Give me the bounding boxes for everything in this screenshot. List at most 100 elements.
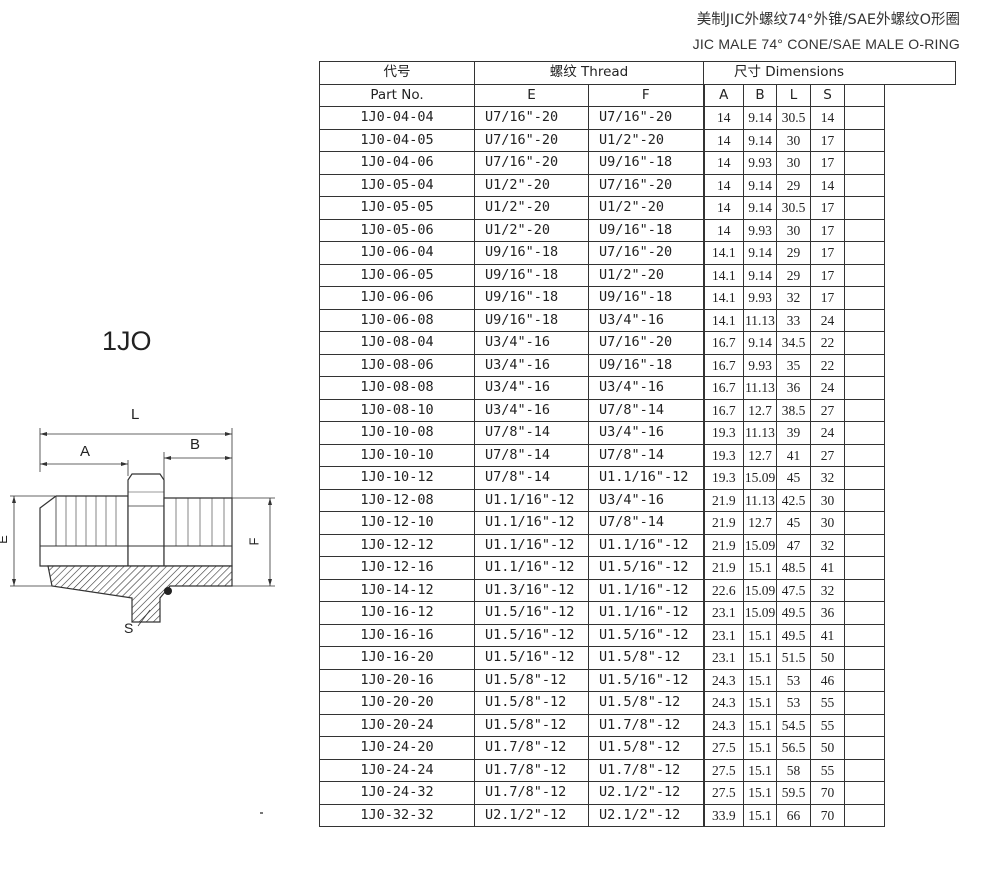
cell-empty — [885, 489, 956, 512]
cell-dim-a: 16.7 — [702, 398, 744, 422]
cell-blank — [844, 803, 885, 827]
cell-empty — [885, 377, 956, 400]
cell-thread-f: U1.1/16"-12 — [588, 601, 704, 625]
cell-dim-b: 15.09 — [743, 578, 777, 602]
cell-dim-l: 30 — [776, 151, 811, 175]
cell-thread-f: U7/16"-20 — [588, 241, 704, 265]
cell-thread-f: U1.5/8"-12 — [588, 736, 704, 760]
cell-part-no: 1J0-16-20 — [319, 646, 475, 670]
cell-thread-f: U1.7/8"-12 — [588, 713, 704, 737]
cell-dim-s: 17 — [810, 218, 845, 242]
table-row: 1J0-06-08 U9/16"-18 U3/4"-16 14.1 11.13 … — [319, 308, 956, 332]
cell-dim-l: 45 — [776, 466, 811, 490]
cell-thread-f: U7/8"-14 — [588, 443, 704, 467]
cell-dim-s: 30 — [810, 511, 845, 535]
cell-dim-l: 48.5 — [776, 556, 811, 580]
cell-dim-l: 59.5 — [776, 781, 811, 805]
table-row: 1J0-08-10 U3/4"-16 U7/8"-14 16.7 12.7 38… — [319, 398, 956, 422]
col-header-E: E — [474, 83, 589, 107]
cell-thread-e: U3/4"-16 — [474, 376, 589, 400]
table-row: 1J0-04-04 U7/16"-20 U7/16"-20 14 9.14 30… — [319, 106, 956, 130]
cell-thread-e: U7/8"-14 — [474, 466, 589, 490]
cell-empty — [885, 669, 956, 692]
cell-dim-a: 24.3 — [702, 713, 744, 737]
cell-dim-a: 14 — [702, 173, 744, 197]
table-row: 1J0-16-20 U1.5/16"-12 U1.5/8"-12 23.1 15… — [319, 646, 956, 670]
cell-dim-s: 50 — [810, 646, 845, 670]
cell-dim-s: 41 — [810, 556, 845, 580]
cell-empty — [885, 129, 956, 152]
cell-dim-b: 9.14 — [743, 331, 777, 355]
cell-dim-s: 36 — [810, 601, 845, 625]
table-row: 1J0-16-16 U1.5/16"-12 U1.5/16"-12 23.1 1… — [319, 623, 956, 647]
part-no-header-en: Part No. — [319, 83, 475, 107]
fitting-drawing — [10, 428, 275, 627]
cell-dim-b: 9.14 — [743, 241, 777, 265]
cell-dim-b: 11.13 — [743, 308, 777, 332]
cell-thread-f: U1.5/16"-12 — [588, 556, 704, 580]
cell-thread-e: U9/16"-18 — [474, 286, 589, 310]
cell-thread-f: U1.5/8"-12 — [588, 646, 704, 670]
dimensions-header: 尺寸 Dimensions — [703, 61, 956, 85]
cell-part-no: 1J0-08-06 — [319, 353, 475, 377]
cell-dim-l: 29 — [776, 241, 811, 265]
cell-thread-f: U1/2"-20 — [588, 263, 704, 287]
cell-empty — [885, 804, 956, 827]
cell-dim-b: 12.7 — [743, 511, 777, 535]
table-row: 1J0-12-12 U1.1/16"-12 U1.1/16"-12 21.9 1… — [319, 533, 956, 557]
cell-dim-b: 15.1 — [743, 713, 777, 737]
cell-empty — [885, 467, 956, 490]
cell-dim-a: 19.3 — [702, 421, 744, 445]
cell-dim-s: 17 — [810, 263, 845, 287]
cell-thread-e: U1.7/8"-12 — [474, 758, 589, 782]
cell-dim-a: 14 — [702, 151, 744, 175]
title-english: JIC MALE 74° CONE/SAE MALE O-RING — [692, 36, 960, 52]
cell-empty — [885, 174, 956, 197]
cell-blank — [844, 398, 885, 422]
cell-dim-b: 11.13 — [743, 376, 777, 400]
cell-thread-f: U7/16"-20 — [588, 331, 704, 355]
table-row: 1J0-32-32 U2.1/2"-12 U2.1/2"-12 33.9 15.… — [319, 803, 956, 827]
cell-dim-b: 15.1 — [743, 781, 777, 805]
table-row: 1J0-24-20 U1.7/8"-12 U1.5/8"-12 27.5 15.… — [319, 736, 956, 760]
cell-thread-e: U1.7/8"-12 — [474, 736, 589, 760]
cell-blank — [844, 646, 885, 670]
cell-part-no: 1J0-16-16 — [319, 623, 475, 647]
cell-part-no: 1J0-06-08 — [319, 308, 475, 332]
cell-blank — [844, 488, 885, 512]
cell-blank — [844, 308, 885, 332]
cell-thread-f: U3/4"-16 — [588, 421, 704, 445]
cell-blank — [844, 556, 885, 580]
cell-part-no: 1J0-12-16 — [319, 556, 475, 580]
cell-dim-a: 14 — [702, 106, 744, 130]
cell-dim-s: 41 — [810, 623, 845, 647]
cell-thread-f: U1.1/16"-12 — [588, 578, 704, 602]
cell-dim-s: 70 — [810, 781, 845, 805]
cell-blank — [844, 578, 885, 602]
cell-dim-l: 51.5 — [776, 646, 811, 670]
cell-part-no: 1J0-10-10 — [319, 443, 475, 467]
cell-dim-a: 21.9 — [702, 488, 744, 512]
cell-empty — [885, 422, 956, 445]
cell-part-no: 1J0-16-12 — [319, 601, 475, 625]
cell-thread-e: U7/16"-20 — [474, 151, 589, 175]
cell-thread-e: U9/16"-18 — [474, 263, 589, 287]
cell-part-no: 1J0-10-12 — [319, 466, 475, 490]
table-row: 1J0-12-10 U1.1/16"-12 U7/8"-14 21.9 12.7… — [319, 511, 956, 535]
cell-thread-f: U7/16"-20 — [588, 106, 704, 130]
cell-dim-a: 14 — [702, 196, 744, 220]
cell-dim-l: 42.5 — [776, 488, 811, 512]
specification-table: 代号 螺纹 Thread 尺寸 Dimensions Part No. E F … — [319, 61, 956, 827]
table-row: 1J0-20-20 U1.5/8"-12 U1.5/8"-12 24.3 15.… — [319, 691, 956, 715]
table-row: 1J0-05-06 U1/2"-20 U9/16"-18 14 9.93 30 … — [319, 218, 956, 242]
table-row: 1J0-24-32 U1.7/8"-12 U2.1/2"-12 27.5 15.… — [319, 781, 956, 805]
cell-dim-b: 15.09 — [743, 466, 777, 490]
table-row: 1J0-06-06 U9/16"-18 U9/16"-18 14.1 9.93 … — [319, 286, 956, 310]
cell-thread-f: U9/16"-18 — [588, 218, 704, 242]
cell-dim-l: 30.5 — [776, 196, 811, 220]
cell-part-no: 1J0-05-05 — [319, 196, 475, 220]
cell-part-no: 1J0-24-24 — [319, 758, 475, 782]
cell-dim-a: 16.7 — [702, 353, 744, 377]
cell-blank — [844, 376, 885, 400]
cell-dim-b: 9.14 — [743, 106, 777, 130]
